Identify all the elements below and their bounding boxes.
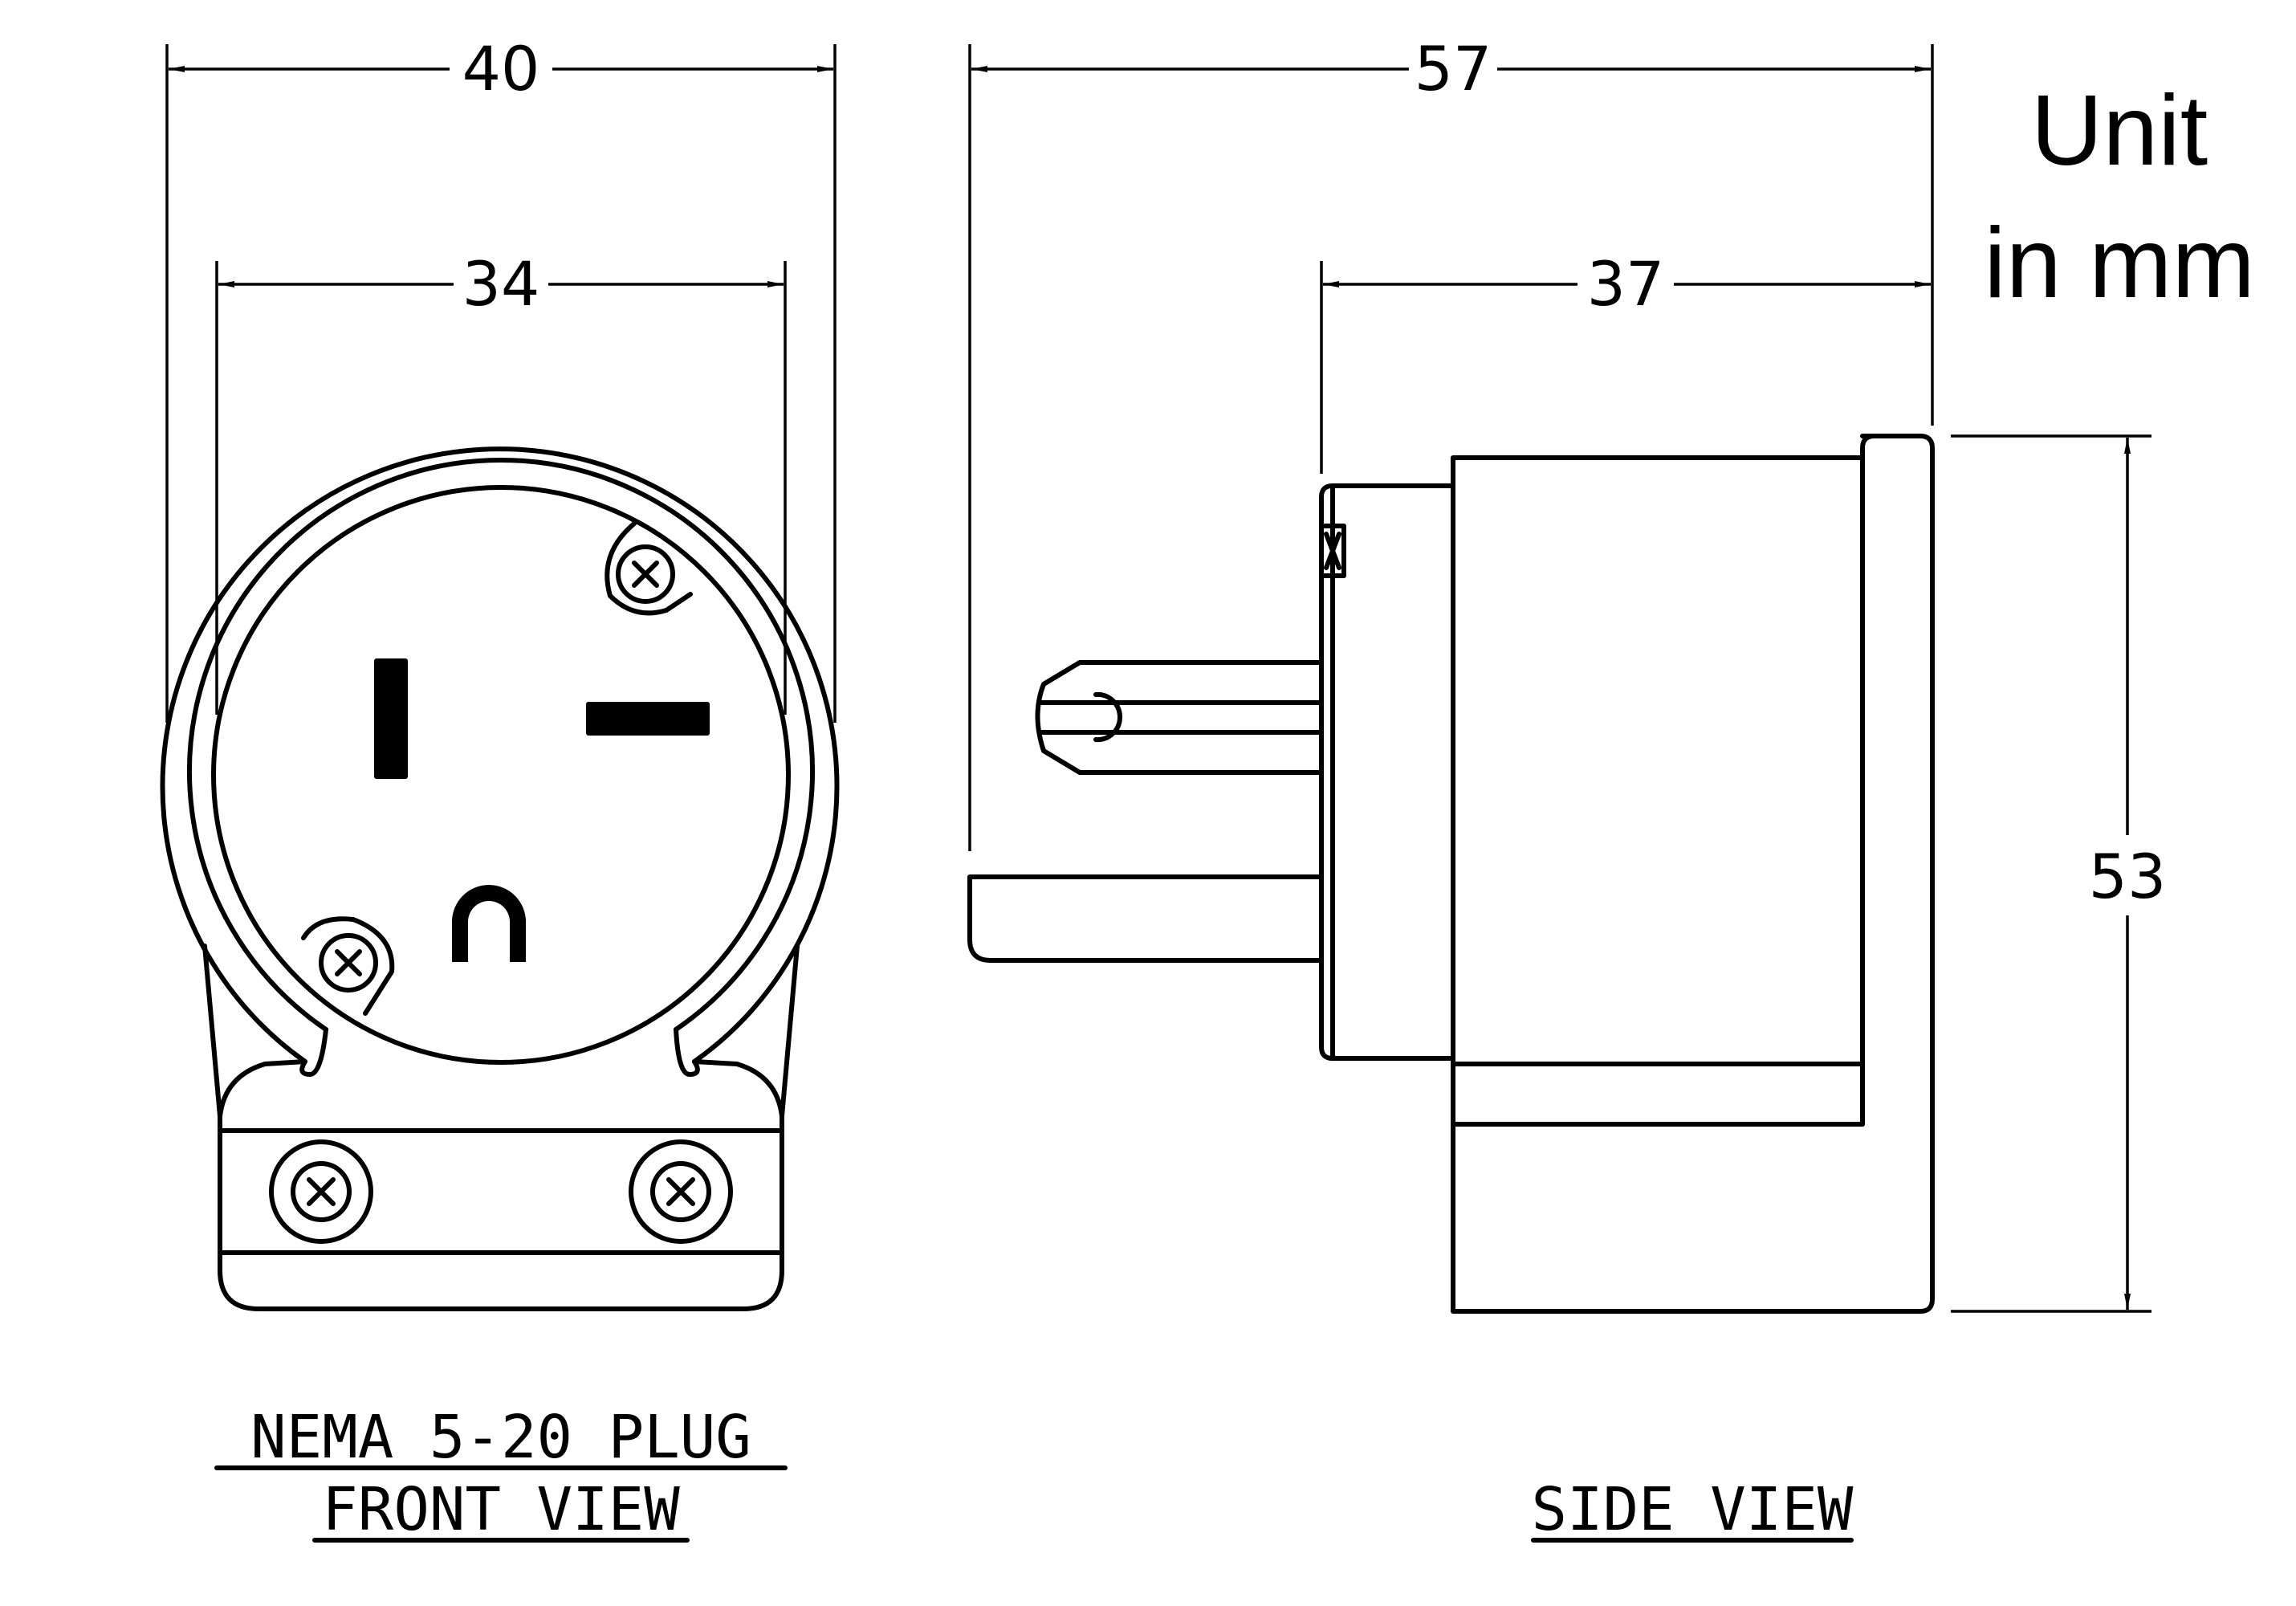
- horizontal-blade-slot: [586, 702, 710, 736]
- blade-profile: [1035, 660, 1324, 775]
- face-screw-profile: [1319, 524, 1346, 578]
- base-side-left: [202, 944, 307, 1119]
- clamp-screw-left: [291, 1161, 352, 1222]
- front-view-caption-line2: FRONT VIEW: [322, 1475, 680, 1544]
- outer-ring-inner-edge: [187, 458, 815, 1032]
- cross-screw-icon: [335, 949, 362, 976]
- cross-screw-icon: [632, 560, 659, 588]
- side-view-caption: SIDE VIEW: [1532, 1475, 1854, 1544]
- dimension-inner-width: 34: [462, 248, 540, 320]
- unit-note-line1: Unit: [2031, 75, 2208, 186]
- clamp-base: [218, 1114, 784, 1311]
- dimension-overall-length: 57: [1415, 33, 1492, 104]
- outer-ring: [160, 446, 840, 1064]
- clamp-screw-boss-left: [269, 1139, 373, 1244]
- front-view-caption-line1: NEMA 5-20 PLUG: [250, 1403, 751, 1472]
- unit-note-line2: in mm: [1984, 208, 2255, 319]
- ring-end-right: [674, 1027, 700, 1077]
- side-view: 57 37 53 Unit in mm SIDE VIEW: [967, 33, 2255, 1544]
- front-view: 40 34: [160, 33, 840, 1544]
- face-screw-boss-top: [605, 521, 693, 616]
- ground-pin: [967, 874, 1324, 963]
- clamp-screw-boss-right: [629, 1139, 733, 1244]
- ring-end-left: [299, 1027, 328, 1077]
- cross-screw-icon: [307, 1177, 336, 1206]
- vertical-blade-slot: [374, 658, 408, 779]
- face-plate: [1319, 483, 1455, 1061]
- dimension-height: 53: [2089, 841, 2167, 912]
- receptacle-face: [211, 485, 791, 1065]
- cross-screw-icon: [666, 1177, 695, 1206]
- clamp-screw-right: [650, 1161, 711, 1222]
- blade-hole: [1093, 691, 1123, 743]
- face-screw-boss-bottom: [301, 916, 395, 1016]
- ground-slot: [452, 885, 526, 962]
- dimension-body-length: 37: [1587, 248, 1665, 320]
- cross-screw-icon: [1324, 532, 1341, 570]
- face-screw-bottom: [319, 933, 378, 993]
- plug-housing: [1451, 434, 1935, 1314]
- base-side-right: [692, 944, 800, 1119]
- dimension-overall-width: 40: [462, 33, 540, 104]
- face-screw-top: [616, 544, 675, 604]
